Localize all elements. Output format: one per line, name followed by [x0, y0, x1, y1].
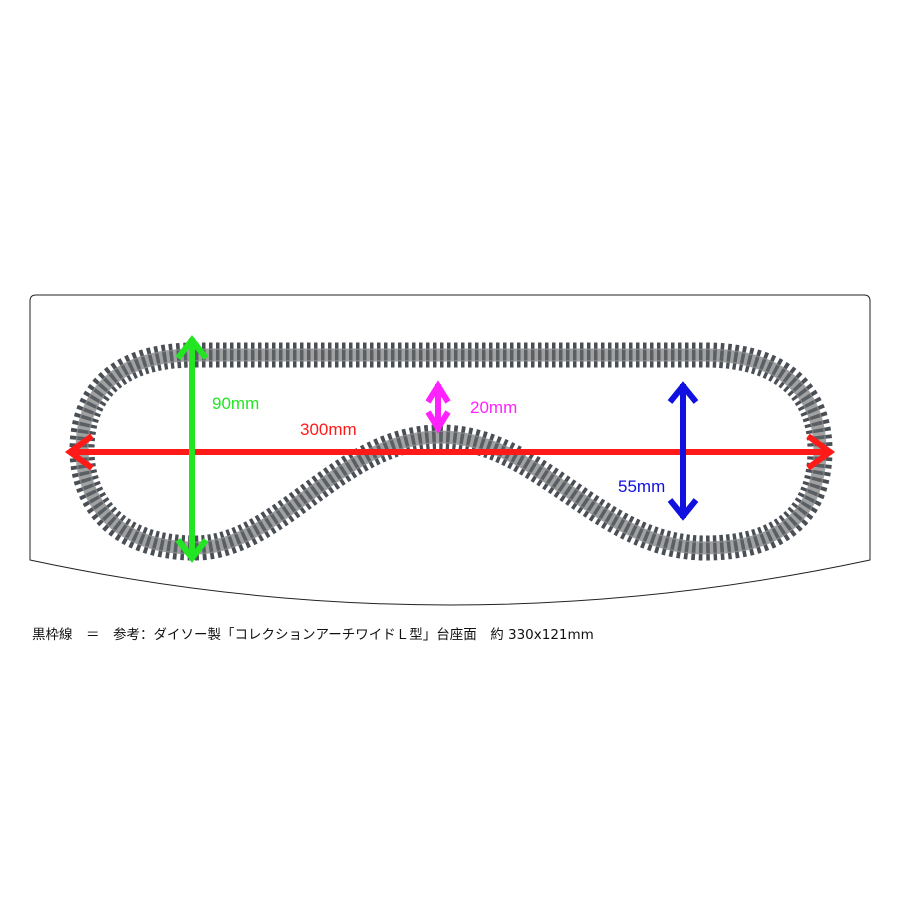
width-label: 300mm	[300, 420, 357, 439]
gap-label: 20mm	[470, 398, 518, 417]
depth-arrow	[175, 335, 209, 563]
caption: 黒枠線 ＝ 参考：ダイソー製「コレクションアーチワイドＬ型」台座面 約 330x…	[32, 627, 594, 643]
depth-label: 90mm	[212, 394, 260, 413]
inner-label: 55mm	[618, 477, 666, 496]
width-arrow	[64, 433, 836, 471]
inner-arrow	[667, 381, 699, 521]
base-outline	[29, 294, 871, 606]
gap-arrow	[425, 380, 451, 434]
